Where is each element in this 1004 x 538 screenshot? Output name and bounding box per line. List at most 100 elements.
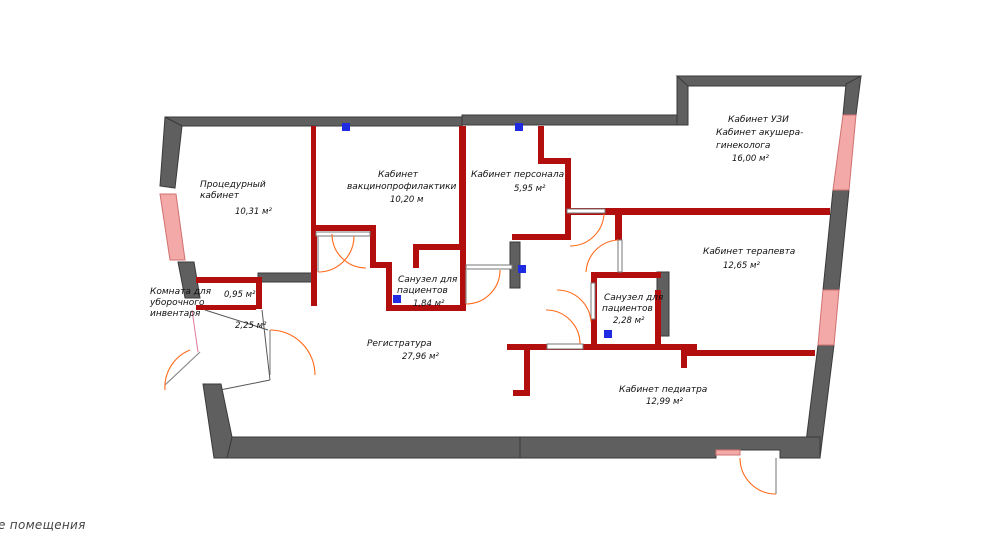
room-staff-area: 5,95 м²	[514, 184, 546, 194]
door-uzi-frame	[566, 208, 606, 214]
small-room-top-line	[204, 309, 269, 331]
room-cleaning-name-3: инвентаря	[150, 309, 201, 319]
wall-staff-right-top	[538, 158, 571, 164]
wall-clean-right	[256, 277, 262, 309]
wall-ped-left-top	[524, 344, 530, 394]
wall-top-left	[164, 116, 463, 127]
wall-proc-vac	[311, 126, 316, 232]
room-procedural-name-2: кабинет	[200, 191, 240, 201]
door-procedural-arc	[317, 235, 355, 273]
exterior-walls	[159, 75, 862, 459]
wall-top-middle	[461, 114, 678, 126]
wall-left-top	[159, 116, 183, 189]
wall-ped-top	[507, 344, 697, 350]
room-ultrasound-area: 16,00 м²	[732, 154, 769, 164]
window-right-top	[832, 114, 857, 191]
riser-staff	[515, 123, 523, 131]
wall-vac-step	[370, 225, 376, 267]
room-wc2-area: 2,28 м²	[613, 316, 645, 326]
room-small-area: 2,25 м²	[235, 321, 267, 331]
wall-uzi-ther	[566, 208, 830, 215]
room-wc1-area: 1,84 м²	[413, 299, 445, 309]
windows	[159, 114, 857, 456]
wall-grey-partition	[257, 272, 313, 283]
wall-top-right	[675, 75, 862, 87]
room-wc2-name-1: Санузел для	[604, 293, 664, 303]
wall-staff-bottom	[512, 234, 570, 240]
wall-left-mid	[177, 261, 201, 299]
wall-wc2-right	[655, 290, 661, 348]
wall-grey-pillar	[509, 241, 521, 289]
plan-caption: е помещения	[0, 518, 86, 532]
room-reception-name: Регистратура	[367, 339, 432, 349]
riser-vaccination	[342, 123, 350, 131]
door-vac-arc	[331, 233, 367, 269]
door-wc2-frame	[590, 282, 596, 320]
room-pediatrician-name: Кабинет педиатра	[619, 385, 707, 395]
door-procedural-frame	[315, 231, 371, 237]
wall-clean-bottom	[196, 305, 256, 310]
door-small-arc	[269, 329, 316, 376]
door-entrance-leaf	[164, 351, 201, 386]
wall-vac-bottom	[316, 225, 376, 231]
door-uzi-arc	[569, 213, 605, 247]
wall-ped-left-step	[513, 390, 530, 396]
wall-wc1-top	[413, 244, 465, 250]
wall-right-mid	[822, 189, 850, 291]
riser-wc2	[604, 330, 612, 338]
window-left	[159, 193, 186, 261]
window-right-bottom	[817, 289, 840, 346]
door-staff-frame	[465, 264, 513, 270]
wall-vac-step-2	[370, 262, 390, 268]
door-wc2-arc	[556, 289, 592, 323]
wall-clean-top	[196, 277, 262, 283]
wall-vac-staff	[459, 126, 466, 248]
riser-wc1	[393, 295, 401, 303]
door-ther-frame	[617, 239, 623, 273]
wall-wc1-bottom	[386, 305, 466, 311]
room-cleaning-name-2: уборочного	[149, 298, 205, 308]
room-procedural-name-1: Процедурный	[200, 180, 266, 190]
risers	[342, 123, 612, 338]
wall-ther-ped	[681, 350, 815, 356]
room-therapist-name: Кабинет терапевта	[703, 247, 795, 257]
doors	[164, 208, 777, 495]
door-ped-frame	[546, 343, 584, 350]
wall-bottom-left	[226, 436, 521, 459]
room-ultrasound-name-2: Кабинет акушера-	[716, 128, 803, 138]
room-vaccination-name-2: вакцинопрофилактики	[347, 182, 457, 192]
room-vaccination-area: 10,20 м	[390, 195, 424, 205]
wall-wc2-top	[591, 272, 661, 278]
door-ped-arc	[545, 309, 581, 345]
wall-staff-right	[565, 158, 571, 240]
door-entrance-arc	[164, 349, 191, 391]
wall-bottom-right	[519, 436, 821, 459]
small-room-right-line	[261, 309, 271, 381]
room-labels: Процедурный кабинет 10,31 м² Кабинет вак…	[149, 115, 803, 407]
room-staff-name: Кабинет персонала	[471, 170, 564, 180]
door-staff-arc	[465, 269, 501, 305]
room-pediatrician-area: 12,99 м²	[646, 397, 683, 407]
wall-wc1-left	[386, 262, 392, 310]
room-therapist-area: 12,65 м²	[723, 261, 760, 271]
room-vaccination-name-1: Кабинет	[378, 170, 419, 180]
wall-left-bottom	[202, 383, 233, 459]
room-ultrasound-name-1: Кабинет УЗИ	[728, 115, 789, 125]
wall-proc-vac-lower	[311, 232, 317, 306]
door-ther-arc	[585, 239, 619, 273]
window-mark-small	[191, 309, 199, 353]
room-ultrasound-name-3: гинеколога	[716, 141, 770, 151]
wall-ther-left	[615, 208, 622, 240]
room-procedural-area: 10,31 м²	[235, 207, 272, 217]
wall-staff-top	[538, 126, 544, 162]
window-bottom	[715, 449, 741, 456]
riser-center	[518, 265, 526, 273]
door-exit-arc	[739, 457, 777, 495]
small-room-bottom-line	[219, 379, 271, 391]
room-cleaning-area: 0,95 м²	[224, 290, 256, 300]
room-wc2-name-2: пациентов	[602, 304, 653, 314]
room-wc1-name-2: пациентов	[397, 286, 448, 296]
room-wc1-name-1: Санузел для	[398, 275, 458, 285]
room-reception-area: 27,96 м²	[402, 352, 439, 362]
